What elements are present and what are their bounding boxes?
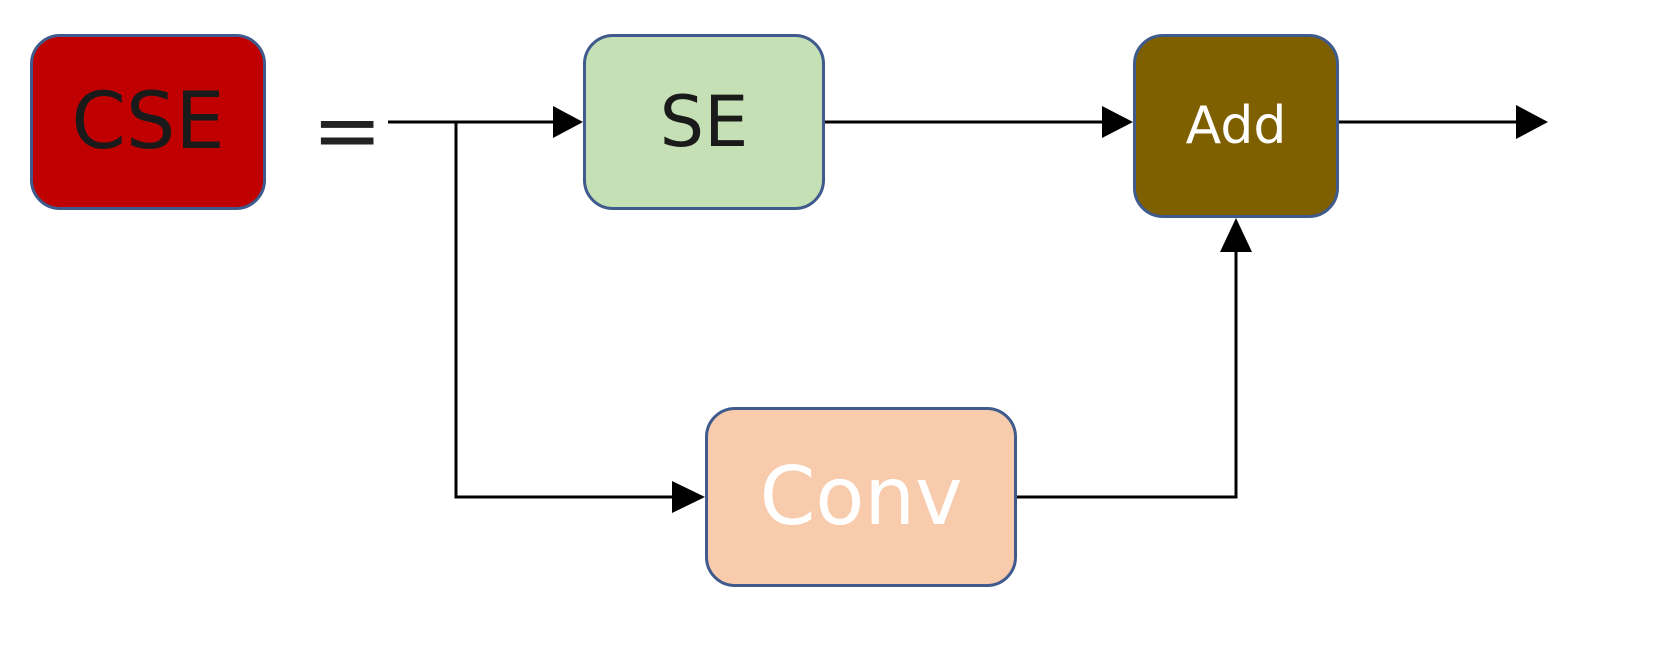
conv-to-add-line	[1017, 250, 1238, 499]
arrowhead-into-add-bottom	[1220, 218, 1252, 252]
cse-label: CSE	[71, 77, 225, 167]
arrowhead-output	[1516, 105, 1548, 139]
add-label: Add	[1185, 96, 1287, 156]
branch-to-conv-line	[454, 122, 676, 499]
se-block: SE	[583, 34, 825, 210]
cse-block: CSE	[30, 34, 266, 210]
equals-sign: =	[312, 81, 383, 179]
arrowhead-into-conv	[672, 481, 705, 513]
conv-label: Conv	[759, 450, 963, 543]
add-block: Add	[1133, 34, 1339, 218]
conv-block: Conv	[705, 407, 1017, 587]
arrowhead-into-add	[1102, 106, 1133, 138]
se-label: SE	[659, 81, 749, 163]
arrowhead-into-se	[553, 106, 583, 138]
